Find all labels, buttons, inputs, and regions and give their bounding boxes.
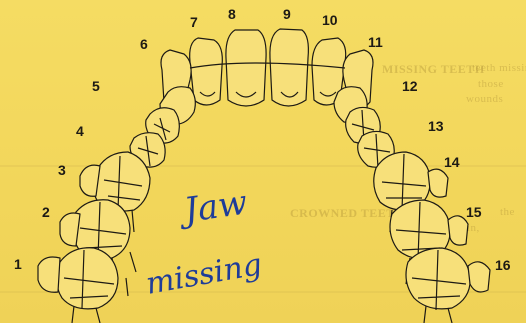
tooth-number-12: 12 (402, 78, 418, 94)
tooth-number-16: 16 (495, 257, 511, 273)
tooth-8 (226, 30, 266, 106)
handwritten-annotation: Jaw missing (143, 183, 264, 302)
tooth-number-9: 9 (283, 6, 291, 22)
tooth-number-8: 8 (228, 6, 236, 22)
tooth-number-7: 7 (190, 14, 198, 30)
tooth-number-3: 3 (58, 162, 66, 178)
tooth-number-2: 2 (42, 204, 50, 220)
annotation-jaw: Jaw (176, 183, 250, 232)
tooth-number-10: 10 (322, 12, 338, 28)
annotation-missing: missing (143, 247, 264, 302)
tooth-number-5: 5 (92, 78, 100, 94)
tooth-number-13: 13 (428, 118, 444, 134)
tooth-number-6: 6 (140, 36, 148, 52)
tooth-number-14: 14 (444, 154, 460, 170)
tooth-number-4: 4 (76, 123, 84, 139)
tooth-number-15: 15 (466, 204, 482, 220)
tooth-9 (270, 29, 308, 106)
tooth-number-11: 11 (368, 34, 383, 50)
tooth-number-1: 1 (14, 256, 22, 272)
